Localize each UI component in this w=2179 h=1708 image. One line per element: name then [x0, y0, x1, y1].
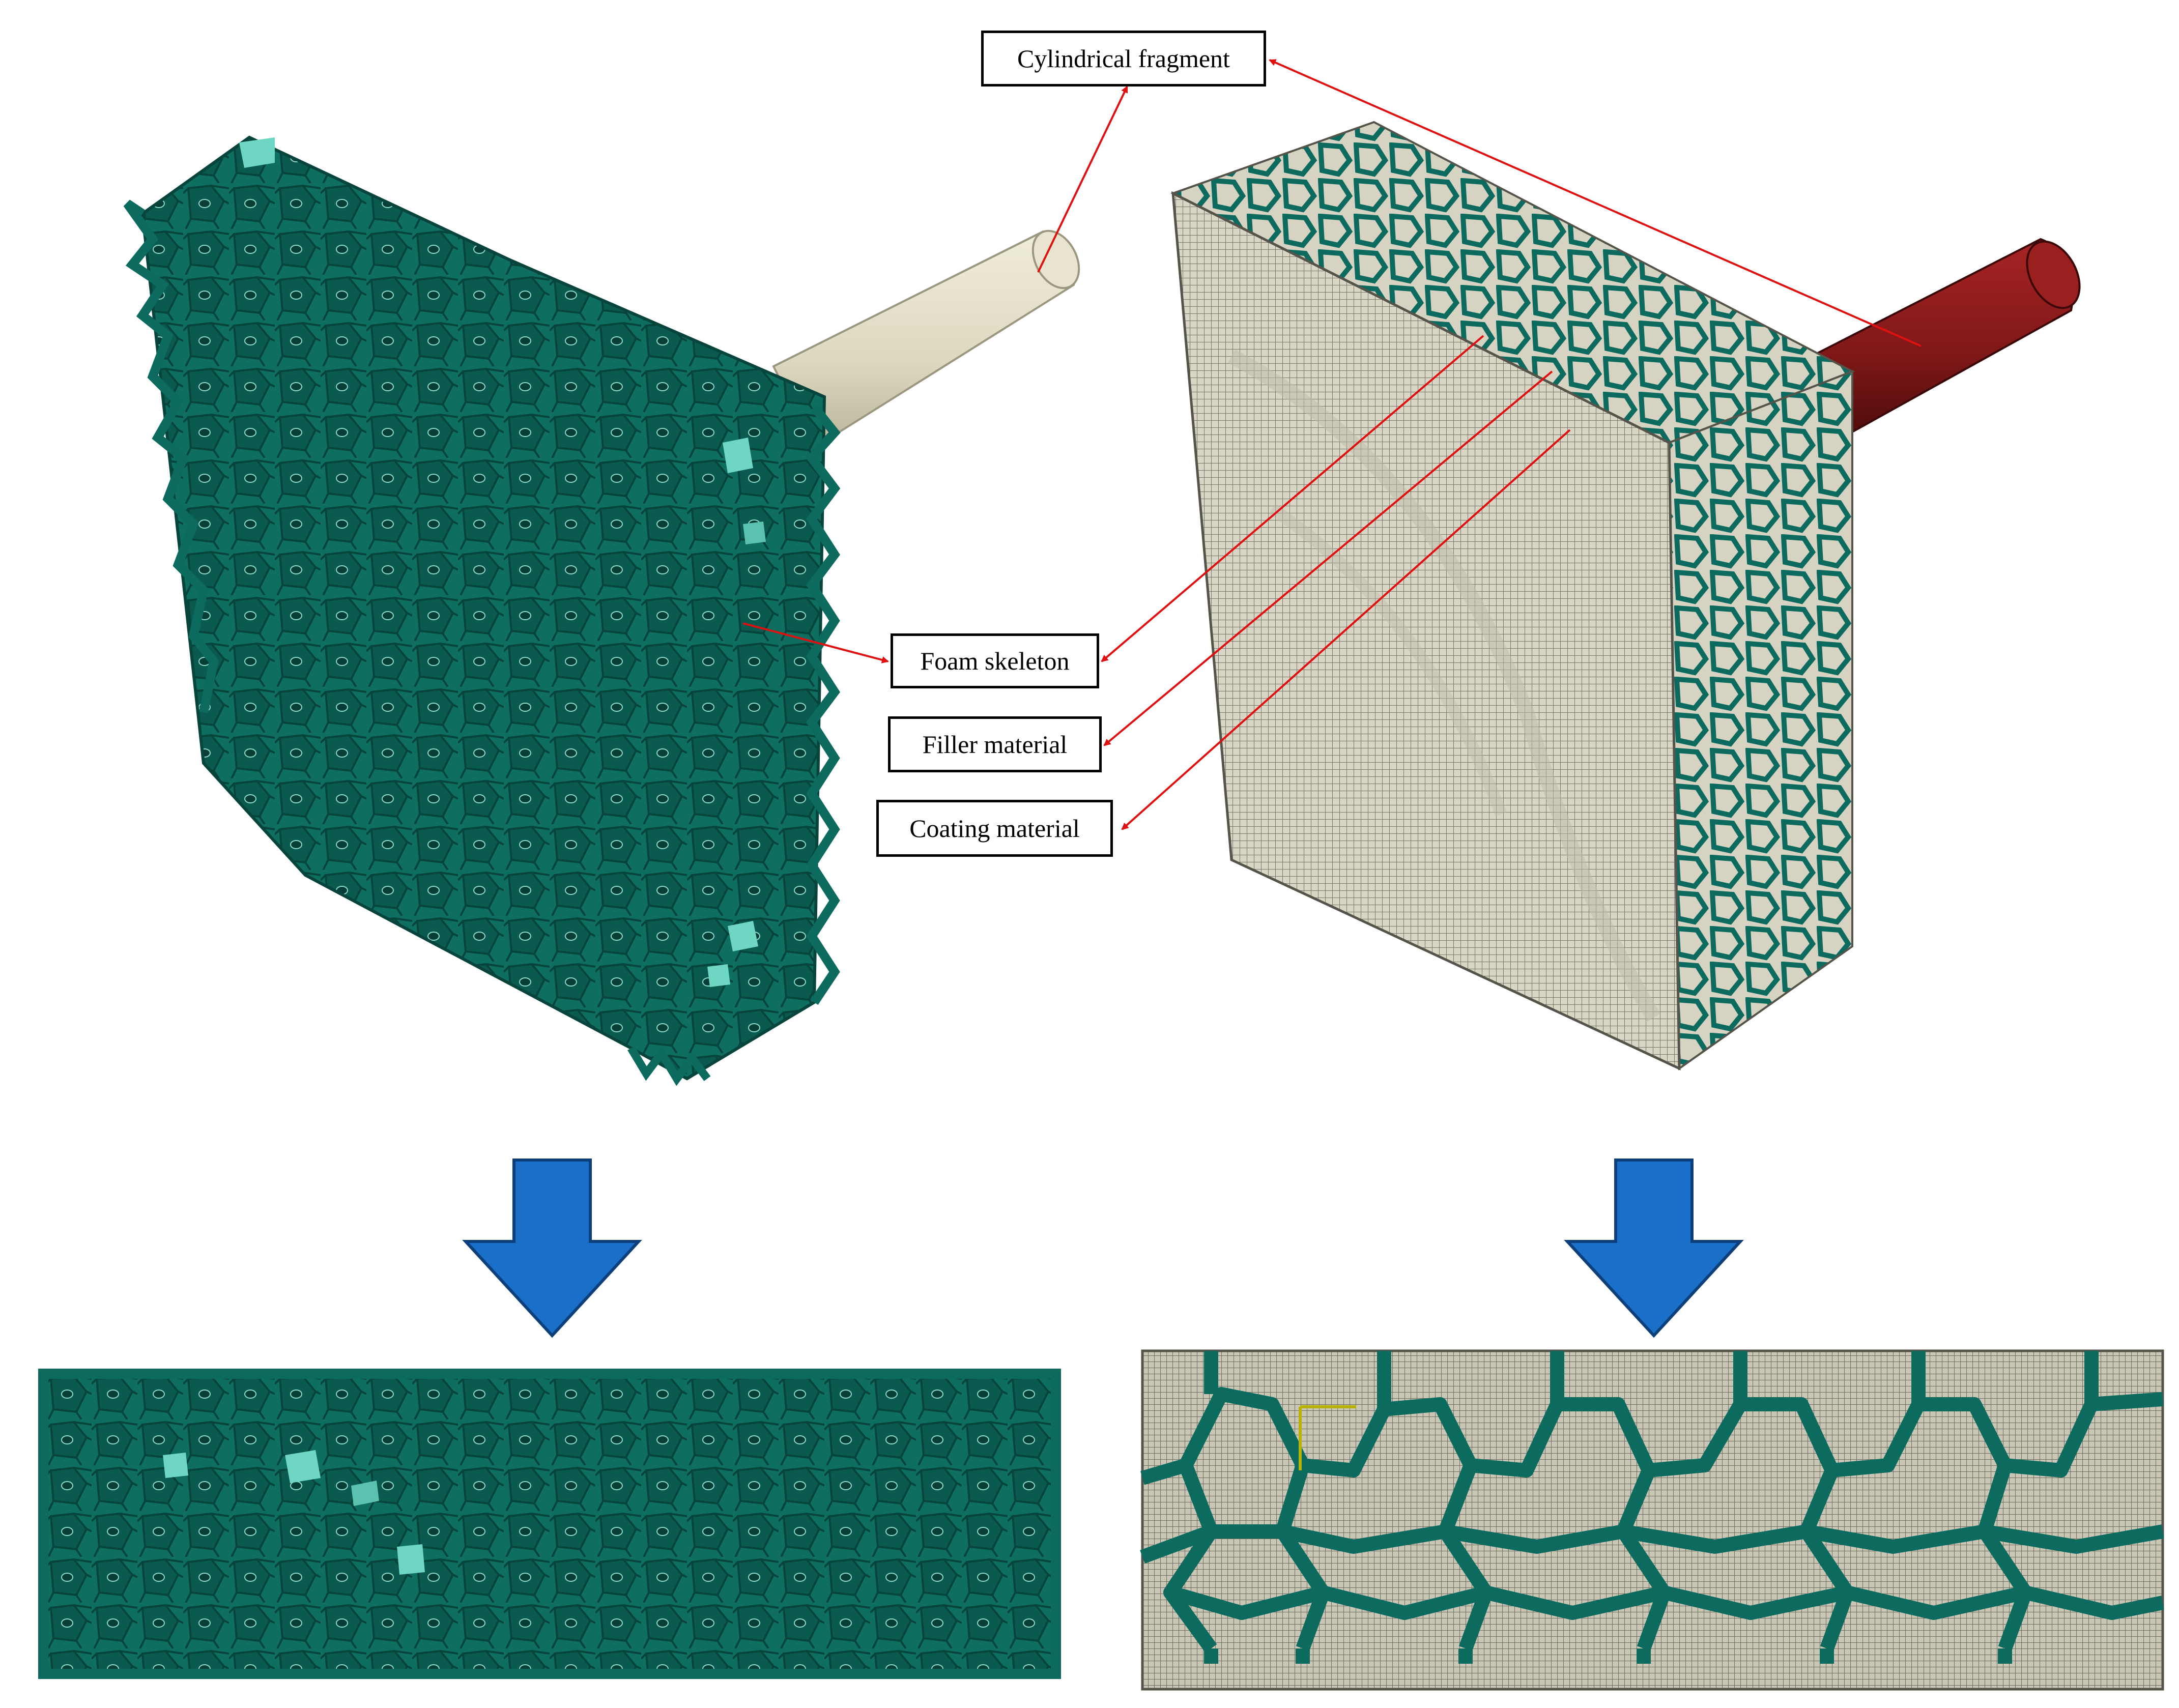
foam-skeleton-3d-model	[123, 135, 1080, 1086]
leader-cylinder-left	[1037, 85, 1128, 273]
leader-foam-skeleton-right	[1101, 335, 1484, 662]
leader-cylinder-right	[1269, 59, 1922, 347]
leader-lines	[742, 59, 1922, 830]
label-coating-material: Coating material	[876, 800, 1113, 857]
leader-filler	[1103, 370, 1553, 746]
label-filler-material: Filler material	[888, 716, 1102, 772]
label-cylindrical-fragment: Cylindrical fragment	[981, 31, 1266, 86]
composite-cross-section	[1140, 1349, 2164, 1691]
composite-block-3d-model	[1170, 121, 2081, 1070]
leader-coating	[1121, 429, 1571, 830]
leader-foam-skeleton	[742, 622, 889, 663]
foam-skeleton-cross-section	[38, 1369, 1061, 1679]
label-foam-skeleton: Foam skeleton	[891, 633, 1099, 688]
down-arrow-icon	[462, 1159, 642, 1338]
down-arrow-icon	[1564, 1159, 1744, 1338]
